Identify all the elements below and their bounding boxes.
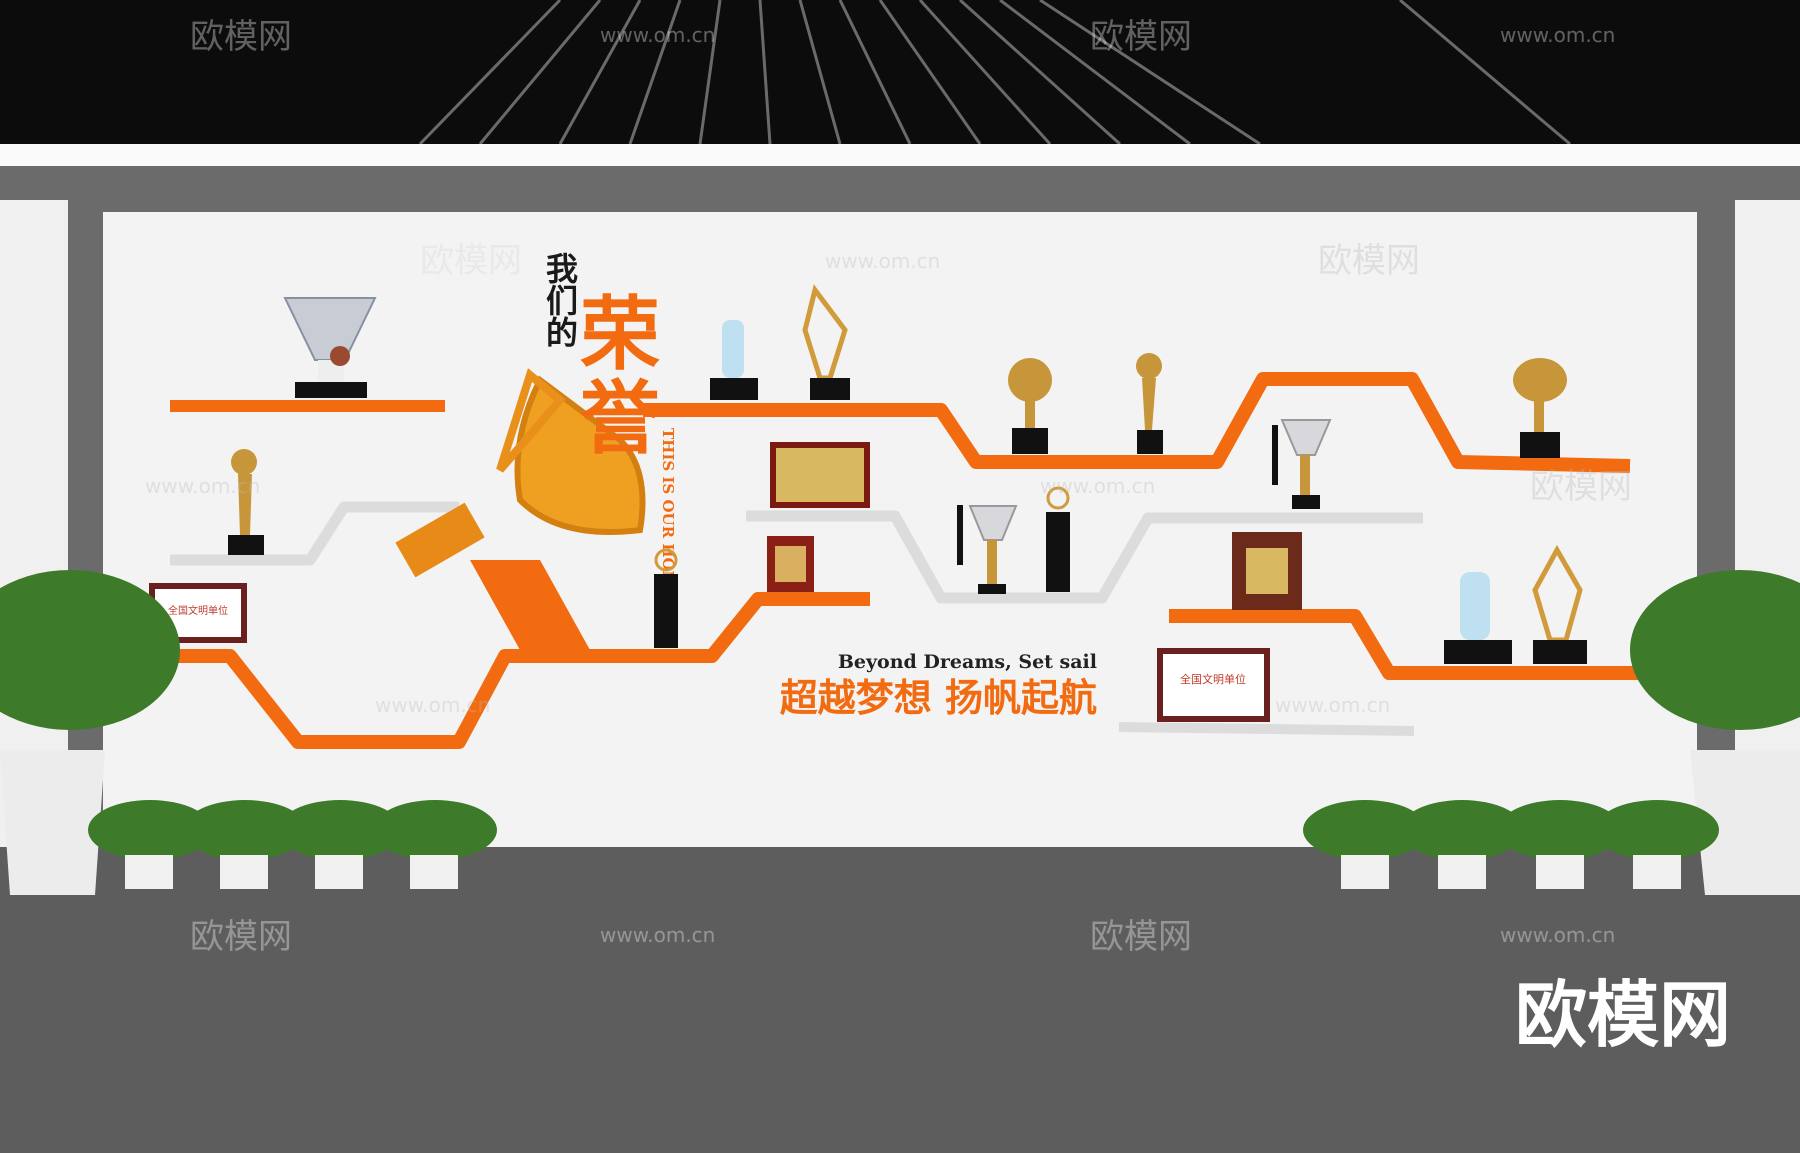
certificate-right: 全国文明单位 [1157, 648, 1270, 722]
trophy-silver-cup-1 [1272, 419, 1332, 509]
left-column [68, 200, 103, 847]
svg-text:www.om.cn: www.om.cn [1275, 693, 1390, 717]
svg-text:欧模网: 欧模网 [1318, 241, 1420, 281]
svg-text:欧模网: 欧模网 [420, 241, 522, 281]
svg-text:www.om.cn: www.om.cn [1500, 923, 1615, 947]
trophy-gold-figure-1 [1136, 353, 1163, 454]
svg-text:欧模网: 欧模网 [190, 17, 292, 57]
svg-text:欧模网: 欧模网 [1090, 17, 1192, 57]
trophy-black-pillar-1 [1046, 486, 1070, 592]
shelf-white-lower-right [1118, 722, 1415, 736]
svg-text:欧模网: 欧模网 [1530, 467, 1632, 507]
trophy-gold-ball-2 [1513, 358, 1567, 458]
trophy-gold-twist-2 [1532, 544, 1587, 664]
ceiling-slats [418, 0, 1571, 146]
ceiling-beam [0, 144, 1800, 166]
shelf-upper-wave [643, 372, 1631, 473]
plant-row-right [1303, 800, 1719, 889]
trophy-black-pillar-2 [654, 548, 678, 648]
svg-text:www.om.cn: www.om.cn [600, 923, 715, 947]
trophy-silver-cup-2 [957, 505, 1018, 594]
title-big-1: 荣 [580, 287, 660, 381]
floor [0, 847, 1800, 1153]
trophy-gold-figure-2 [228, 449, 264, 555]
potted-plant-left-large [0, 570, 180, 895]
slogan-english: Beyond Dreams, Set sail [838, 651, 1097, 673]
title-small: 我们的 [541, 252, 579, 348]
svg-text:欧模网: 欧模网 [1090, 917, 1192, 957]
trophy-cup-medal [283, 297, 377, 398]
plaque-landscape [770, 442, 870, 508]
trophy-gold-twist-1 [802, 284, 850, 400]
plaque-wood-inner [1246, 548, 1288, 594]
left-side-wall [0, 200, 68, 847]
watermark-logo-large: 欧模网 [1515, 973, 1731, 1057]
svg-text:全国文明单位: 全国文明单位 [168, 604, 228, 617]
title-big-2: 誉 [580, 371, 661, 465]
right-column [1697, 200, 1735, 847]
slogan-chinese: 超越梦想 扬帆起航 [780, 675, 1097, 720]
svg-text:www.om.cn: www.om.cn [145, 474, 260, 498]
shelf-white-middle [746, 510, 1423, 604]
watermarks: 欧模网 www.om.cn 欧模网 www.om.cn 欧模网 www.om.c… [145, 17, 1632, 957]
svg-text:www.om.cn: www.om.cn [1040, 474, 1155, 498]
shelf-lower-wave [115, 592, 870, 749]
svg-text:www.om.cn: www.om.cn [600, 23, 715, 47]
trophy-hand-graphic [395, 368, 646, 650]
trophy-gold-ball-1 [1008, 358, 1052, 454]
svg-text:欧模网: 欧模网 [190, 917, 292, 957]
shelf-white-left [170, 501, 459, 566]
trophy-crystal-2 [1444, 572, 1512, 664]
trophy-crystal-1 [710, 320, 758, 400]
header-band [0, 166, 1800, 212]
svg-text:www.om.cn: www.om.cn [375, 693, 490, 717]
plant-row-left [88, 800, 497, 889]
svg-text:全国文明单位: 全国文明单位 [1180, 672, 1246, 686]
plaque-small-inner [775, 546, 806, 582]
svg-text:www.om.cn: www.om.cn [825, 249, 940, 273]
potted-plant-right-large [1630, 570, 1800, 895]
svg-text:www.om.cn: www.om.cn [1500, 23, 1615, 47]
right-side-wall [1735, 200, 1800, 847]
